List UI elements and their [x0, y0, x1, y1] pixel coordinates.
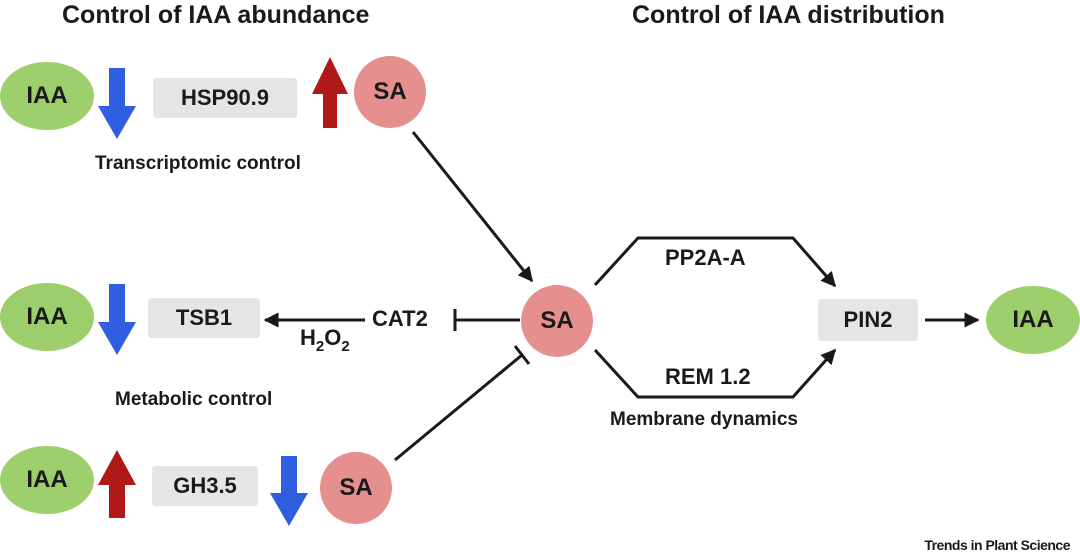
sa-center-node: SA: [521, 285, 593, 357]
membrane-dynamics-label: Membrane dynamics: [610, 409, 798, 430]
pp2a-a-label: PP2A-A: [665, 245, 746, 270]
iaa-middle-down-arrow: [98, 284, 136, 355]
hsp90-9-box: HSP90.9: [153, 78, 297, 118]
iaa-middle-node: IAA: [0, 283, 94, 351]
sa-rem-pin2-arrow: [593, 348, 837, 399]
iaa-top-node: IAA: [0, 62, 94, 130]
iaa-bottom-node: IAA: [0, 446, 94, 514]
h2o2-h: H: [300, 325, 316, 350]
transcriptomic-control-label: Transcriptomic control: [95, 153, 301, 174]
journal-credit: Trends in Plant Science: [924, 537, 1070, 553]
sa-bottom-inhibits-sa-center-line: [394, 353, 523, 462]
h2o2-o: O: [324, 325, 342, 350]
sa-bottom-inhibits-sa-center-bar: [513, 345, 531, 365]
sa-top-node: SA: [354, 56, 426, 128]
h2o2-label: H2O2: [300, 325, 350, 355]
rem-1-2-label: REM 1.2: [665, 364, 751, 389]
left-heading: Control of IAA abundance: [62, 1, 370, 29]
sa-bottom-down-arrow: [270, 456, 308, 526]
sa-top-to-sa-center-arrow: [411, 131, 534, 283]
gh3-5-box: GH3.5: [152, 466, 258, 506]
sa-top-up-arrow: [312, 57, 348, 128]
tsb1-box: TSB1: [148, 298, 260, 338]
iaa-bottom-up-arrow: [98, 450, 136, 518]
iaa-top-down-arrow: [98, 68, 136, 139]
right-heading: Control of IAA distribution: [632, 1, 945, 29]
pin2-box: PIN2: [818, 299, 918, 341]
h2o2-subscript-2: 2: [341, 338, 350, 355]
iaa-right-node: IAA: [986, 286, 1080, 354]
metabolic-control-label: Metabolic control: [115, 389, 273, 410]
h2o2-subscript-1: 2: [315, 338, 325, 355]
sa-bottom-node: SA: [320, 452, 392, 524]
sa-pp2a-pin2-arrow: [593, 236, 837, 288]
cat2-label: CAT2: [372, 306, 428, 331]
